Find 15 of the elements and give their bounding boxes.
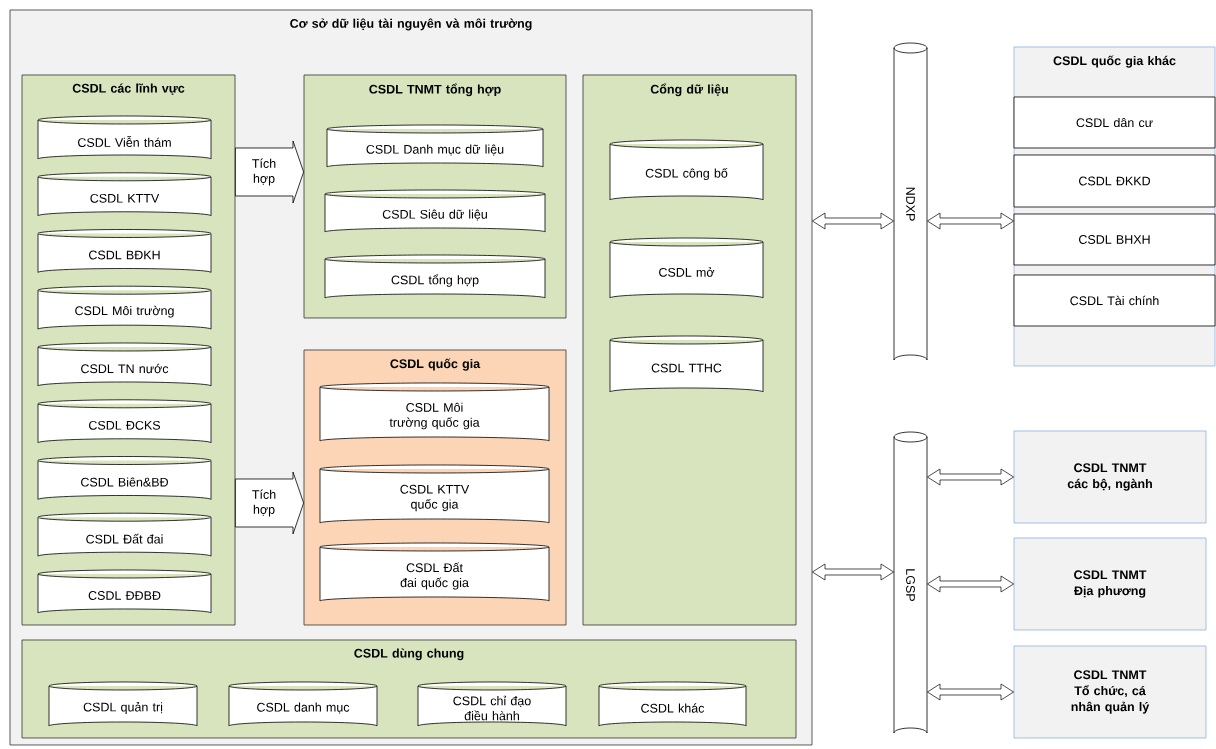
double-arrow xyxy=(927,575,1014,593)
database-box: CSDL BHXH xyxy=(1013,213,1216,266)
database-box: CSDL dân cư xyxy=(1013,96,1216,149)
edge-label: Tích hợp xyxy=(247,157,281,187)
database-box: CSDL Tài chính xyxy=(1013,274,1216,327)
double-arrow xyxy=(812,563,894,581)
double-arrow xyxy=(927,212,1014,230)
edge-label: Tích hợp xyxy=(247,488,281,518)
system-box: CSDL TNMT Tổ chức, cá nhân quản lý xyxy=(1013,645,1207,739)
system-box: CSDL TNMT các bộ, ngành xyxy=(1013,430,1207,524)
double-arrow xyxy=(927,683,1014,701)
double-arrow xyxy=(927,468,1014,486)
double-arrow xyxy=(812,212,894,230)
database-box: CSDL ĐKKD xyxy=(1013,154,1216,208)
system-box: CSDL TNMT Địa phương xyxy=(1013,537,1207,631)
